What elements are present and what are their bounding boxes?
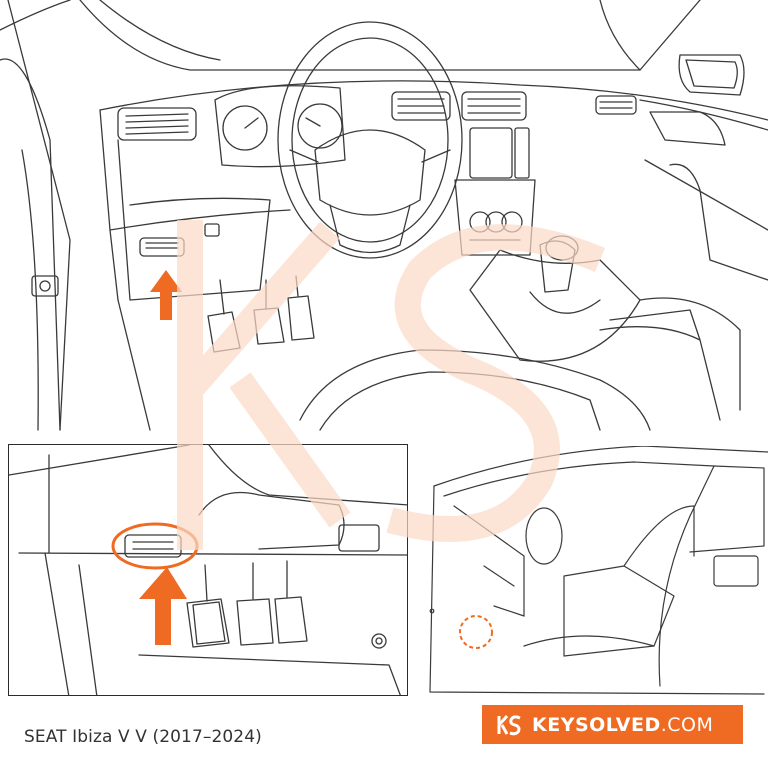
detail-inset [8, 444, 408, 696]
brand-name-bold: KEYSOLVED [532, 713, 661, 736]
vehicle-caption: SEAT Ibiza V V (2017–2024) [24, 727, 262, 747]
brand-banner[interactable]: KEYSOLVED.COM [482, 705, 743, 744]
brand-name: KEYSOLVED.COM [532, 714, 713, 736]
interior-illustration [0, 0, 768, 431]
arrow-main [150, 270, 182, 320]
detail-illustration [9, 445, 407, 695]
arrow-detail [139, 567, 187, 645]
car-side-view [429, 446, 768, 695]
obd-location-ring [459, 615, 493, 649]
brand-name-suffix: .COM [660, 713, 714, 736]
ks-logo-icon [497, 714, 521, 735]
